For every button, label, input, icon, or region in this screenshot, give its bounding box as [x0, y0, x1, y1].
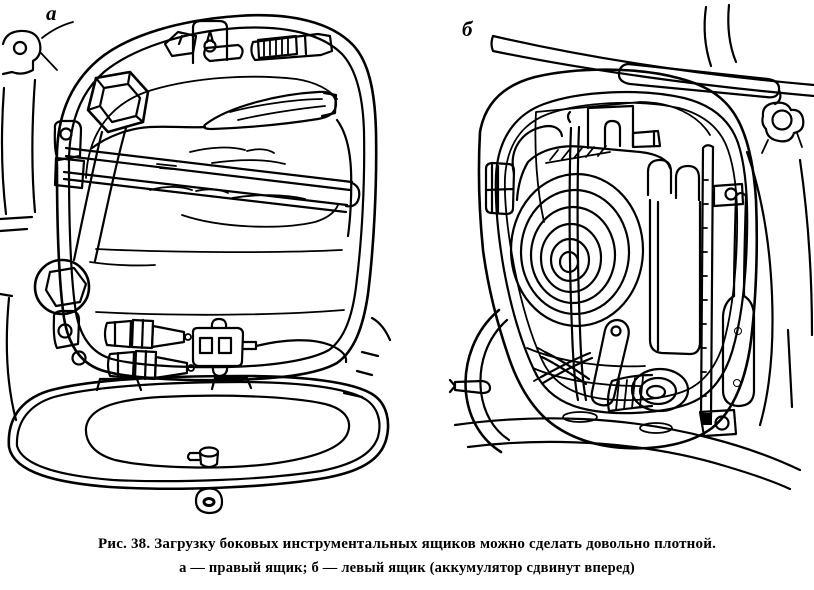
wheel-arch: [448, 308, 511, 454]
car-body-panel-b: [490, 3, 814, 427]
body-marks-a: [342, 316, 392, 399]
pliers: [533, 347, 594, 386]
figure-caption-line2: а — правый ящик; б — левый ящик (аккумул…: [179, 560, 635, 576]
figure-38-line-art: [0, 3, 814, 515]
flashlight: [163, 30, 334, 63]
wheel-brace: [698, 191, 756, 438]
bulb-holder: [191, 19, 229, 65]
spark-plugs: [103, 318, 195, 381]
panel-b-illustration: [448, 3, 814, 491]
panel-a-label: а: [46, 1, 57, 25]
panel-a-illustration: [0, 13, 392, 515]
door-sill: [453, 411, 802, 491]
lid-keyhole-tab: [194, 487, 224, 515]
tool-handle: [590, 318, 630, 407]
hose-coil: [509, 172, 645, 328]
figure-caption-line1: Рис. 38. Загрузку боковых инструментальн…: [97, 536, 717, 552]
gauge-stick: [699, 144, 745, 419]
lid: [7, 374, 390, 515]
socket-wrench: [33, 70, 150, 316]
car-body-panel-a: [0, 21, 74, 422]
tire-pump: [202, 90, 338, 131]
toolbox-b: [484, 90, 749, 415]
jack-handle: [53, 146, 361, 214]
lid-latch-knob: [186, 446, 220, 469]
tool-bag: [90, 118, 353, 238]
body-recess-opening: [477, 68, 759, 450]
panel-b-label: б: [462, 17, 473, 41]
washer-bottle: [646, 158, 702, 356]
strap-roll: [606, 367, 690, 413]
